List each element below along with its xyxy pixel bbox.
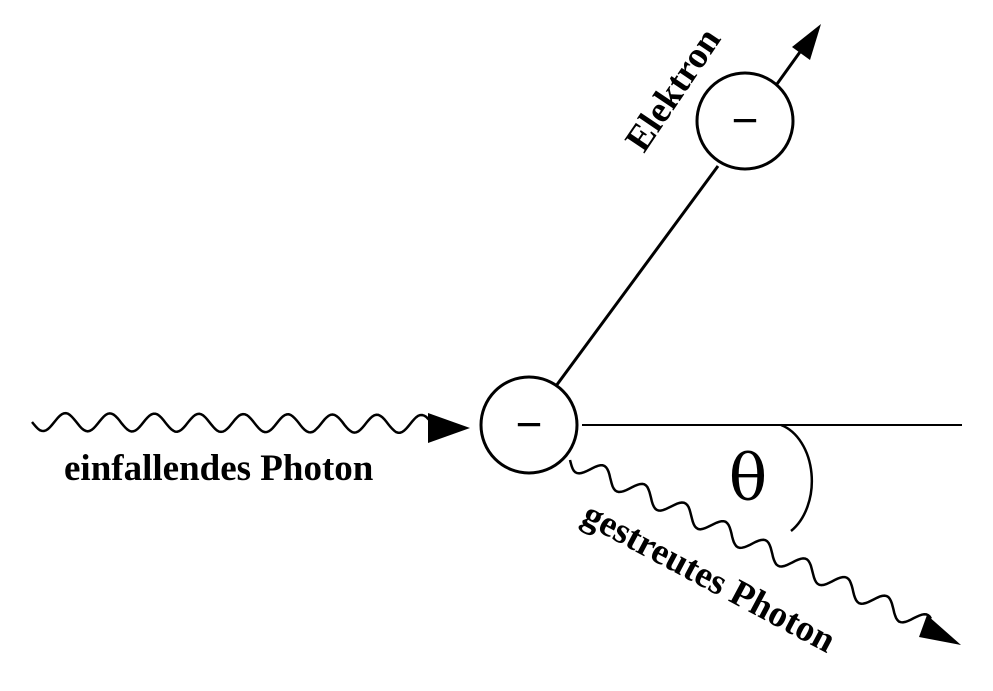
electron-track-line bbox=[554, 165, 720, 387]
recoil-electron-circle bbox=[695, 71, 795, 171]
scattered-photon-wave bbox=[568, 459, 932, 624]
recoil-electron-charge: − bbox=[732, 94, 759, 146]
incident-photon-arrowhead bbox=[428, 413, 470, 443]
initial-electron-charge: − bbox=[516, 398, 543, 450]
incident-photon-label: einfallendes Photon bbox=[64, 448, 374, 489]
scattering-angle-symbol: θ bbox=[729, 442, 768, 516]
incident-photon-wave bbox=[31, 411, 433, 434]
scattered-photon-arrowhead bbox=[919, 615, 961, 645]
scattering-angle-arc bbox=[780, 423, 814, 532]
electron-arrowhead bbox=[792, 24, 821, 60]
initial-electron-circle bbox=[479, 375, 579, 475]
